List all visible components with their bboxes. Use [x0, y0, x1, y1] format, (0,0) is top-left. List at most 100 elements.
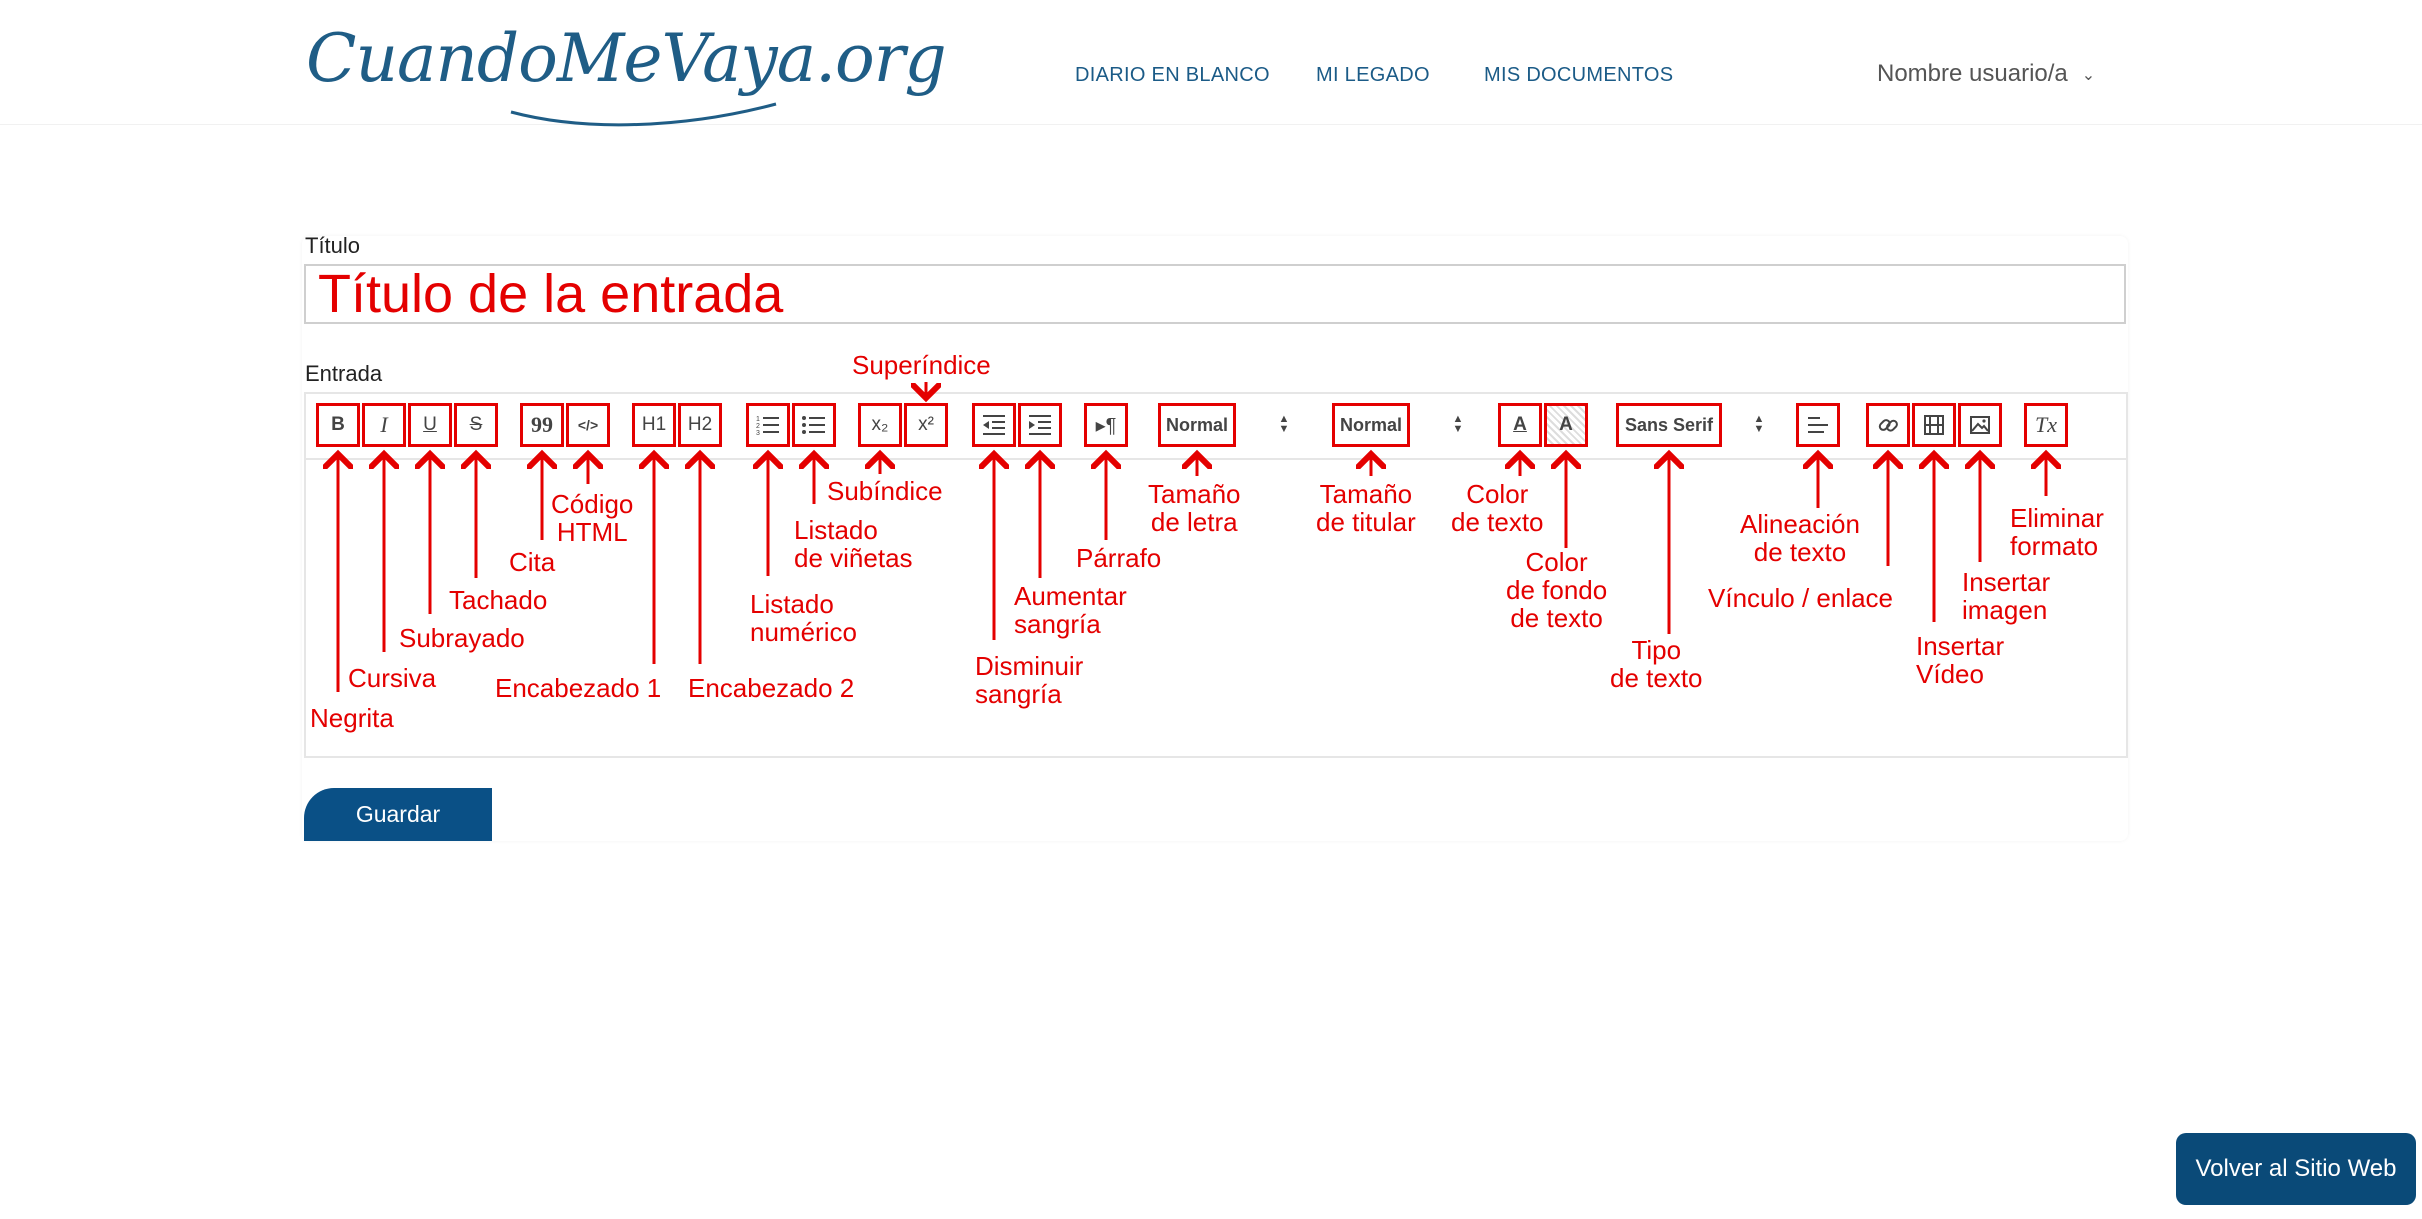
- site-header: CuandoMeVaya.org DIARIO EN BLANCO MI LEG…: [0, 0, 2422, 127]
- label-de-vinetas: de viñetas: [794, 543, 913, 573]
- label-insertar-video: Insertar Vídeo: [1916, 632, 2004, 688]
- image-icon: [1970, 416, 1990, 434]
- header-size-select[interactable]: Normal: [1332, 403, 1410, 447]
- label-de-texto-4: de texto: [1753, 537, 1847, 567]
- clear-format-button[interactable]: Tx: [2024, 403, 2068, 447]
- svg-text:3: 3: [756, 430, 760, 436]
- title-label: Título: [305, 233, 361, 258]
- user-menu[interactable]: Nombre usuario/a ⌄: [1877, 60, 2095, 88]
- label-color-fondo: Color de fondo de texto: [1506, 548, 1607, 632]
- bold-icon: B: [331, 414, 345, 435]
- label-de-titular: de titular: [1316, 507, 1416, 537]
- label-tamano-titular: Tamaño de titular: [1316, 480, 1416, 536]
- label-de-fondo: de fondo: [1506, 575, 1608, 605]
- label-listado-vinetas: Listado de viñetas: [794, 516, 913, 572]
- font-family-select[interactable]: Sans Serif: [1616, 403, 1722, 447]
- save-button[interactable]: Guardar: [304, 788, 492, 841]
- italic-icon: I: [380, 412, 388, 437]
- label-insertar-2: Insertar: [1962, 567, 2051, 597]
- superscript-icon: x²: [918, 414, 934, 435]
- bullet-list-icon: [802, 416, 825, 434]
- italic-button[interactable]: I: [362, 403, 406, 447]
- label-color-2: Color: [1525, 547, 1588, 577]
- label-vinculo-enlace: Vínculo / enlace: [1708, 583, 1894, 613]
- label-parrafo: Párrafo: [1076, 543, 1162, 573]
- header-size-value: Normal: [1339, 414, 1402, 435]
- align-left-icon: [1808, 417, 1828, 433]
- underline-icon: U: [423, 414, 437, 435]
- video-button[interactable]: [1912, 403, 1956, 447]
- label-formato: formato: [2010, 531, 2099, 561]
- font-family-caret-icon: ▲▼: [1753, 413, 1765, 435]
- text-color-icon: A: [1513, 414, 1527, 435]
- subscript-button[interactable]: x₂: [858, 403, 902, 447]
- h2-button[interactable]: H2: [678, 403, 722, 447]
- align-button[interactable]: [1796, 403, 1840, 447]
- label-listado-numerico: Listado numérico: [750, 590, 857, 646]
- label-alineacion-1: Alineación: [1740, 509, 1860, 539]
- outdent-button[interactable]: [972, 403, 1016, 447]
- label-negrita: Negrita: [310, 703, 394, 733]
- superscript-button[interactable]: x²: [904, 403, 948, 447]
- logo-swoosh: [510, 102, 777, 127]
- text-color-button[interactable]: A: [1498, 403, 1542, 447]
- font-size-value: Normal: [1165, 414, 1228, 435]
- title-input[interactable]: Título de la entrada: [304, 264, 2126, 324]
- label-tamano-2: Tamaño: [1319, 479, 1413, 509]
- underline-button[interactable]: U: [408, 403, 452, 447]
- site-logo[interactable]: CuandoMeVaya.org: [306, 20, 947, 130]
- background-color-button[interactable]: A: [1544, 403, 1588, 447]
- label-listado-1: Listado: [750, 589, 834, 619]
- h1-icon: H1: [641, 414, 667, 435]
- label-tipo: Tipo: [1631, 635, 1682, 665]
- label-codigo-html: Código HTML: [551, 490, 633, 546]
- back-to-site-button[interactable]: Volver al Sitio Web: [2176, 1133, 2416, 1205]
- entry-label: Entrada: [305, 361, 383, 386]
- label-de-texto-2: de texto: [1510, 603, 1603, 633]
- label-tamano-letra: Tamaño de letra: [1148, 480, 1241, 536]
- bold-button[interactable]: B: [316, 403, 360, 447]
- svg-text:1: 1: [756, 416, 760, 423]
- label-disminuir: Disminuir: [975, 651, 1084, 681]
- link-icon: [1878, 419, 1898, 432]
- link-button[interactable]: [1866, 403, 1910, 447]
- outdent-icon: [983, 415, 1005, 435]
- font-size-select[interactable]: Normal: [1158, 403, 1236, 447]
- nav-mis-documentos[interactable]: MIS DOCUMENTOS: [1484, 64, 1674, 86]
- video-icon: [1924, 415, 1944, 435]
- label-listado-2: Listado: [794, 515, 878, 545]
- background-color-icon: A: [1559, 414, 1573, 435]
- strike-button[interactable]: S: [454, 403, 498, 447]
- svg-text:2: 2: [756, 423, 760, 430]
- paragraph-button[interactable]: ▸¶: [1084, 403, 1128, 447]
- label-aumentar-sangria: Aumentar sangría: [1014, 582, 1127, 638]
- label-color-texto: Color de texto: [1451, 480, 1544, 536]
- ordered-list-button[interactable]: 1 2 3: [746, 403, 790, 447]
- label-encabezado-2: Encabezado 2: [688, 673, 855, 703]
- label-tamano-1: Tamaño: [1148, 479, 1241, 509]
- code-button[interactable]: </>: [566, 403, 610, 447]
- indent-button[interactable]: [1018, 403, 1062, 447]
- label-de-texto-1: de texto: [1451, 507, 1544, 537]
- bullet-list-button[interactable]: [792, 403, 836, 447]
- label-de-texto-3: de texto: [1610, 663, 1703, 693]
- label-subrayado: Subrayado: [399, 623, 525, 653]
- label-tachado: Tachado: [449, 585, 548, 615]
- label-encabezado-1: Encabezado 1: [495, 673, 662, 703]
- image-button[interactable]: [1958, 403, 2002, 447]
- label-codigo: Código: [551, 489, 634, 519]
- paragraph-icon: ▸¶: [1095, 414, 1117, 437]
- editor-toolbar: [306, 394, 2126, 460]
- label-alineacion: Alineación de texto: [1740, 510, 1860, 566]
- label-insertar-imagen: Insertar imagen: [1962, 568, 2050, 624]
- label-aumentar: Aumentar: [1014, 581, 1127, 611]
- label-eliminar: Eliminar: [2010, 503, 2104, 533]
- font-size-caret-icon: ▲▼: [1278, 413, 1290, 435]
- quote-button[interactable]: 99: [520, 403, 564, 447]
- nav-diario-en-blanco[interactable]: DIARIO EN BLANCO: [1075, 64, 1270, 86]
- h1-button[interactable]: H1: [632, 403, 676, 447]
- chevron-down-icon: ⌄: [2081, 66, 2096, 84]
- code-icon: </>: [577, 417, 599, 433]
- nav-mi-legado[interactable]: MI LEGADO: [1316, 64, 1430, 86]
- user-name: Nombre usuario/a: [1877, 60, 2068, 87]
